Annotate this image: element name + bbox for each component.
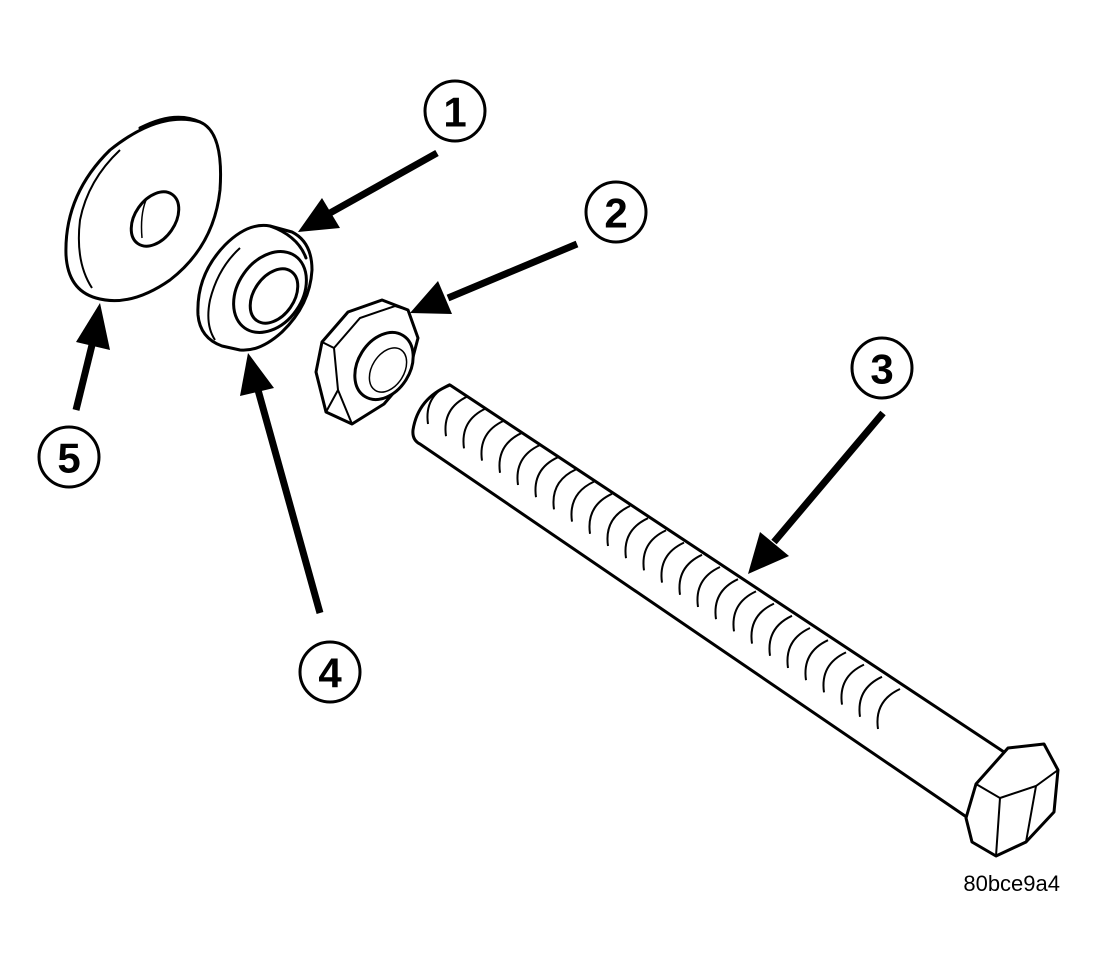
hex-nut [314,298,420,426]
thread-ridge [660,541,685,583]
thread-ridge [516,444,541,486]
callout-4-label: 4 [318,650,342,697]
thread-ridge [534,456,559,498]
thread-ridge [732,590,757,632]
thread-ridge [642,529,667,571]
thread-ridge [588,492,613,534]
thread-ridge [804,639,829,681]
callout-1-label: 1 [443,89,466,136]
callout-5-label: 5 [57,435,80,482]
thread-ridge [498,431,523,473]
thread-ridge [876,688,901,730]
bolt [411,383,1060,858]
bolt-hex-head [964,742,1060,858]
thread-ridge [552,468,577,510]
thread-ridge [444,395,469,437]
thread-ridge [480,419,505,461]
figure-id: 80bce9a4 [963,871,1060,896]
thread-ridge [786,627,811,669]
callout-1: 1 [423,79,487,143]
leader-arrows [72,149,886,614]
callout-2-label: 2 [604,190,627,237]
thread-ridge [768,614,793,656]
thread-ridge [462,407,487,449]
callout-5: 5 [37,425,101,489]
thread-ridge [822,651,847,693]
large-washer [64,115,223,303]
callout-2: 2 [584,180,648,244]
callout-3-label: 3 [870,346,893,393]
thread-ridge [714,578,739,620]
thread-ridge [426,383,451,425]
callout-4: 4 [298,640,362,704]
spacer-bushing [196,223,314,352]
thread-ridge [624,517,649,559]
thread-ridge [750,602,775,644]
bolt-threads [426,383,901,730]
thread-ridge [570,480,595,522]
thread-ridge [606,505,631,547]
thread-ridge [840,663,865,705]
callout-3: 3 [850,336,914,400]
thread-ridge [858,675,883,717]
thread-ridge [678,553,703,595]
thread-ridge [696,566,721,608]
